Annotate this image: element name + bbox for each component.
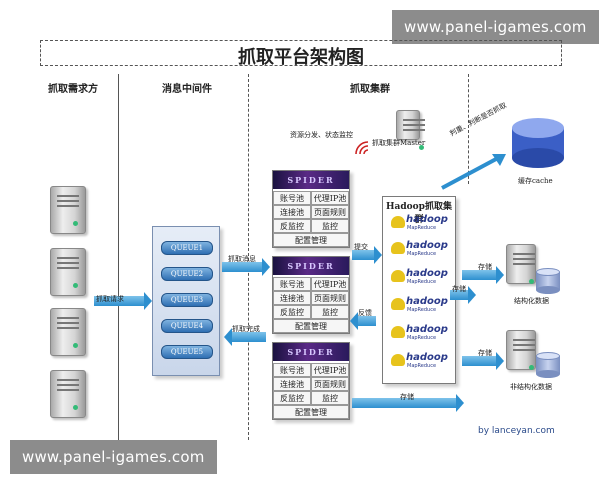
server-icon (50, 308, 86, 356)
message-queue-panel: QUEUE1 QUEUE2 QUEUE3 QUEUE4 QUEUE5 (152, 226, 220, 376)
spider-header: SPIDER (273, 257, 349, 275)
arrow-store-mid (450, 286, 476, 304)
arrow-dedupe-cache (440, 150, 510, 190)
spider-cell: 账号池 (273, 363, 311, 377)
server-icon (50, 370, 86, 418)
arrow-label-return-result: 抓取完成 (232, 325, 260, 333)
queue-item: QUEUE4 (161, 319, 213, 333)
queue-item: QUEUE5 (161, 345, 213, 359)
diagram-title: 抓取平台架构图 (238, 47, 364, 68)
server-icon (50, 186, 86, 234)
hadoop-cluster-title: Hadoop抓取集群 (386, 202, 452, 225)
arrow-return-result (224, 328, 266, 346)
spider-cell: 反监控 (273, 391, 311, 405)
spider-cell: 连接池 (273, 291, 311, 305)
spider-cell: 账号池 (273, 191, 311, 205)
spider-cell: 监控 (311, 219, 349, 233)
wireless-signal-icon (354, 140, 370, 156)
spider-cell: 页面规则 (311, 377, 349, 391)
cache-database-icon (510, 118, 566, 170)
spider-cell: 监控 (311, 391, 349, 405)
section-requester: 抓取需求方 (48, 84, 98, 95)
spider-header: SPIDER (273, 343, 349, 361)
master-note: 资源分发、状态监控 (290, 131, 353, 139)
arrow-label-submit-task: 抓取请求 (96, 295, 124, 303)
spider-cell: 页面规则 (311, 205, 349, 219)
watermark-bottom: www.panel-igames.com (10, 440, 217, 474)
arrow-label-store-mid: 存储 (452, 285, 466, 293)
credit-text: by lanceyan.com (478, 426, 555, 436)
unstructured-label: 非结构化数据 (510, 383, 552, 391)
queue-item: QUEUE3 (161, 293, 213, 307)
spider-node: SPIDER 账号池 代理IP池 连接池 页面规则 反监控 监控 配置管理 (272, 256, 350, 334)
unstructured-server-icon (506, 330, 536, 370)
spider-cell: 连接池 (273, 377, 311, 391)
arrow-store-unstructured (462, 352, 504, 370)
arrow-fetch-message (222, 258, 270, 276)
structured-database-icon (536, 268, 560, 294)
arrow-submit (352, 246, 382, 264)
arrow-label-fetch-message: 抓取消息 (228, 255, 256, 263)
spider-cell: 代理IP池 (311, 363, 349, 377)
spider-cell: 反监控 (273, 305, 311, 319)
queue-item: QUEUE1 (161, 241, 213, 255)
spider-node: SPIDER 账号池 代理IP池 连接池 页面规则 反监控 监控 配置管理 (272, 170, 350, 248)
queue-item: QUEUE2 (161, 267, 213, 281)
separator-right (248, 74, 249, 440)
arrow-label-dedupe: 判重、判断是否抓取 (448, 101, 508, 138)
spider-cell: 配置管理 (273, 233, 349, 247)
master-label: 抓取集群Master (372, 139, 426, 147)
separator-left (118, 74, 119, 440)
spider-cell: 反监控 (273, 219, 311, 233)
arrow-label-feedback: 反馈 (358, 309, 372, 317)
watermark-top: www.panel-igames.com (392, 10, 599, 44)
spider-cell: 账号池 (273, 277, 311, 291)
master-server-icon (396, 110, 425, 150)
spider-cell: 配置管理 (273, 405, 349, 419)
cache-label: 缓存cache (518, 177, 553, 185)
spider-cell: 连接池 (273, 205, 311, 219)
arrow-store-bottom (352, 394, 464, 412)
arrow-store-structured (462, 266, 504, 284)
spider-cell: 配置管理 (273, 319, 349, 333)
spider-cell: 监控 (311, 305, 349, 319)
title-frame: 抓取平台架构图 (40, 40, 562, 68)
structured-label: 结构化数据 (514, 297, 549, 305)
unstructured-database-icon (536, 352, 560, 378)
separator-far-right (468, 74, 469, 184)
spider-header: SPIDER (273, 171, 349, 189)
arrow-label-store-structured: 存储 (478, 263, 492, 271)
arrow-label-store-unstructured: 存储 (478, 349, 492, 357)
arrow-feedback (350, 312, 376, 330)
spider-cell: 代理IP池 (311, 191, 349, 205)
spider-cell: 页面规则 (311, 291, 349, 305)
arrow-submit-task (94, 292, 152, 310)
server-icon (50, 248, 86, 296)
structured-server-icon (506, 244, 536, 284)
spider-node: SPIDER 账号池 代理IP池 连接池 页面规则 反监控 监控 配置管理 (272, 342, 350, 420)
spider-cell: 代理IP池 (311, 277, 349, 291)
section-middleware: 消息中间件 (162, 84, 212, 95)
arrow-label-submit: 提交 (354, 243, 368, 251)
arrow-label-store-bottom: 存储 (400, 393, 414, 401)
section-cluster: 抓取集群 (350, 84, 390, 95)
